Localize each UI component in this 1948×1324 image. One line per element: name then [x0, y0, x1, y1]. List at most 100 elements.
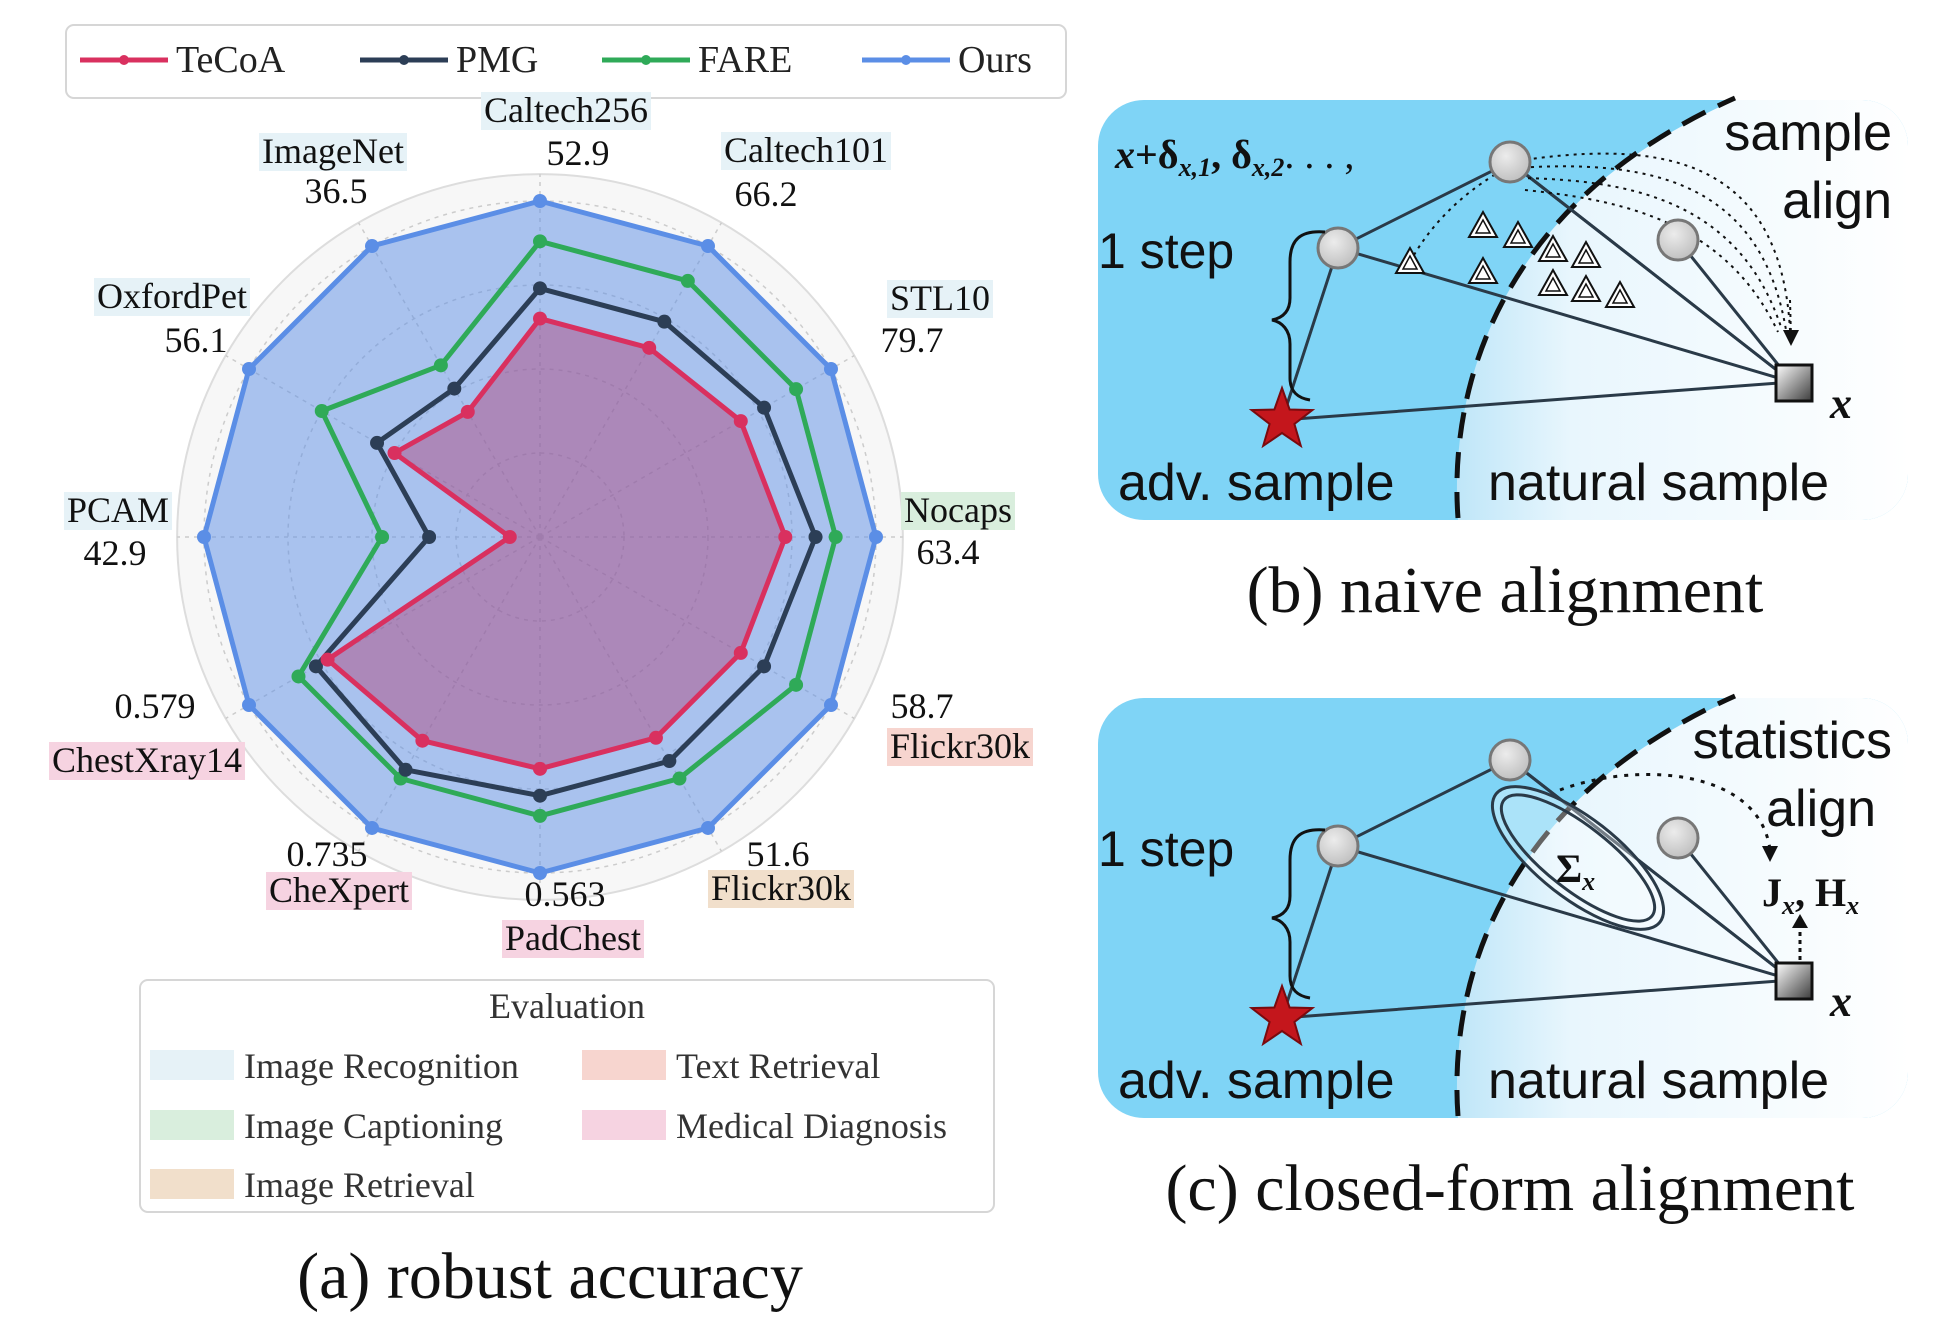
caption-b: (b) naive alignment — [1247, 554, 1764, 627]
axis-label-bg — [886, 280, 994, 318]
point-ours — [533, 866, 547, 880]
point-pmg — [808, 530, 823, 544]
adv-step-circle — [1316, 226, 1360, 270]
adv-step-circle — [1488, 140, 1532, 184]
triangle-sample-icon — [1394, 245, 1426, 274]
axis-label-flickr30k: Flickr30k — [711, 868, 851, 908]
axis-label-oxfordpet: OxfordPet — [97, 276, 247, 316]
triangle-sample-icon — [1467, 209, 1499, 238]
adv-sample-star — [1248, 982, 1316, 1047]
point-fare — [291, 669, 306, 684]
triangle-inner — [1509, 228, 1527, 244]
point-pmg — [533, 281, 547, 296]
point-ours — [365, 820, 379, 835]
triangle-sample-icon — [1570, 239, 1602, 268]
triangle-sample-icon — [1537, 267, 1569, 296]
natural-sample-box — [1774, 961, 1814, 1001]
natural-sample-box — [1774, 363, 1814, 403]
axis-label-pcam: PCAM — [67, 490, 169, 530]
axis-label-bg — [708, 870, 854, 908]
axis-value: 0.563 — [525, 874, 606, 914]
evaluation-swatch — [582, 1050, 666, 1080]
axis-label-bg — [94, 278, 250, 316]
adv-sample-star — [1248, 384, 1316, 449]
point-ours — [533, 194, 547, 208]
point-pmg — [757, 400, 772, 415]
axis-label-caltech101: Caltech101 — [724, 130, 888, 170]
evaluation-title: Evaluation — [489, 986, 645, 1026]
point-ours — [823, 362, 838, 376]
axis-value: 63.4 — [917, 532, 980, 572]
point-tecoa — [733, 414, 748, 429]
triangle-sample-icon — [1537, 233, 1569, 262]
axis-label-bg — [901, 492, 1015, 530]
point-pmg — [662, 754, 677, 769]
caption-c: (c) closed-form alignment — [1165, 1152, 1854, 1225]
point-ours — [242, 362, 257, 376]
adv-sample-label: adv. sample — [1118, 454, 1395, 512]
axis-label-bg — [63, 492, 173, 530]
evaluation-label: Medical Diagnosis — [676, 1106, 947, 1146]
axis-label-chexpert: CheXpert — [269, 870, 409, 910]
triangle-inner — [1401, 254, 1419, 270]
triangle-inner — [1474, 218, 1492, 234]
point-pmg — [398, 762, 413, 777]
natural-region — [1456, 698, 1908, 1118]
axis-value: 66.2 — [735, 174, 798, 214]
natural-sample-label: natural sample — [1488, 1052, 1829, 1110]
point-fare — [314, 404, 329, 418]
triangle-inner — [1544, 276, 1562, 292]
point-tecoa — [502, 530, 517, 544]
adv-step-circle — [1488, 738, 1532, 782]
triangle-inner — [1544, 242, 1562, 258]
axis-label-bg — [501, 920, 645, 958]
point-tecoa — [533, 311, 547, 326]
point-ours — [701, 239, 715, 254]
evaluation-swatch — [150, 1110, 234, 1140]
step-label: 1 step — [1098, 821, 1234, 877]
axis-label-bg — [721, 132, 891, 170]
axis-label-flickr30k: Flickr30k — [890, 726, 1030, 766]
point-fare — [789, 677, 804, 692]
point-ours — [365, 239, 379, 254]
axis-label-chestxray14: ChestXray14 — [52, 740, 242, 780]
axis-value: 51.6 — [747, 834, 810, 874]
step-brace — [1271, 828, 1326, 1000]
point-tecoa — [533, 761, 547, 776]
legend-marker — [901, 55, 911, 65]
jacobian-hessian-label: Jx, Hx — [1762, 870, 1859, 920]
align-label-2: align — [1766, 780, 1876, 838]
axis-value: 56.1 — [165, 320, 228, 360]
axis-label-caltech256: Caltech256 — [484, 90, 648, 130]
axis-label-bg — [481, 92, 651, 130]
adv-sample-label: adv. sample — [1118, 1052, 1395, 1110]
align-label-2: align — [1782, 172, 1892, 230]
caption-a: (a) robust accuracy — [297, 1240, 803, 1313]
axis-value: 0.579 — [115, 686, 196, 726]
axis-value: 52.9 — [547, 133, 610, 173]
perturbation-formula: x+δx,1, δx,2. . . , — [1114, 132, 1354, 182]
decision-boundary — [1454, 95, 1737, 519]
point-fare — [672, 771, 687, 786]
triangle-sample-icon — [1467, 255, 1499, 284]
axis-value: 79.7 — [881, 320, 944, 360]
point-tecoa — [415, 733, 430, 748]
align-label-1: sample — [1724, 104, 1892, 162]
point-ours — [197, 530, 211, 544]
point-tecoa — [648, 730, 663, 745]
legend-label-tecoa: TeCoA — [176, 39, 286, 81]
panel-c: Σx 1 step statistics align Jx, Hx adv. s… — [1098, 693, 1908, 1118]
point-tecoa — [387, 446, 402, 460]
point-fare — [789, 382, 804, 397]
panel-b: x+δx,1, δx,2. . . , 1 step sample align … — [1098, 95, 1908, 520]
triangle-inner — [1577, 248, 1595, 264]
point-ours — [823, 698, 838, 712]
align-label-1: statistics — [1693, 712, 1892, 770]
decision-boundary — [1454, 693, 1737, 1117]
adv-step-circle — [1656, 816, 1700, 860]
point-pmg — [422, 530, 437, 544]
axis-label-bg — [259, 133, 407, 171]
point-ours — [869, 530, 883, 544]
